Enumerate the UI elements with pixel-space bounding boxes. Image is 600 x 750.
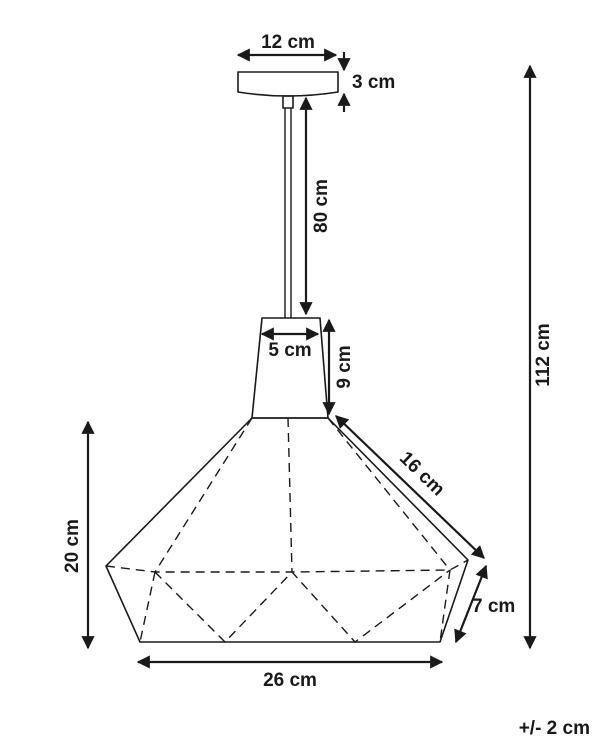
tolerance-note: +/- 2 cm [519, 718, 590, 739]
dim-slant-length: 16 cm [335, 415, 485, 559]
dim-canopy-height: 3 cm [337, 52, 395, 112]
dim-total-height: 112 cm [523, 64, 554, 650]
ceiling-canopy [237, 71, 339, 97]
dim-cable-length: 80 cm [299, 96, 332, 316]
canopy-width-label: 12 cm [261, 32, 315, 53]
dim-canopy-width: 12 cm [236, 32, 338, 62]
dim-top-width: 5 cm [260, 327, 320, 361]
top-width-label: 5 cm [268, 340, 311, 361]
dim-top-height: 9 cm [322, 318, 355, 416]
lower-height-label: 7 cm [472, 596, 515, 617]
total-height-label: 112 cm [533, 323, 554, 386]
top-height-label: 9 cm [334, 345, 355, 388]
pendant-cable [282, 95, 294, 318]
slant-length-label: 16 cm [395, 448, 448, 501]
shade-height-label: 20 cm [62, 519, 83, 573]
canopy-height-label: 3 cm [352, 72, 395, 93]
dim-lower-height: 7 cm [454, 564, 515, 644]
base-width-label: 26 cm [263, 670, 317, 691]
dim-shade-height: 20 cm [62, 420, 95, 650]
dim-base-width: 26 cm [136, 655, 444, 691]
cable-length-label: 80 cm [311, 179, 332, 233]
